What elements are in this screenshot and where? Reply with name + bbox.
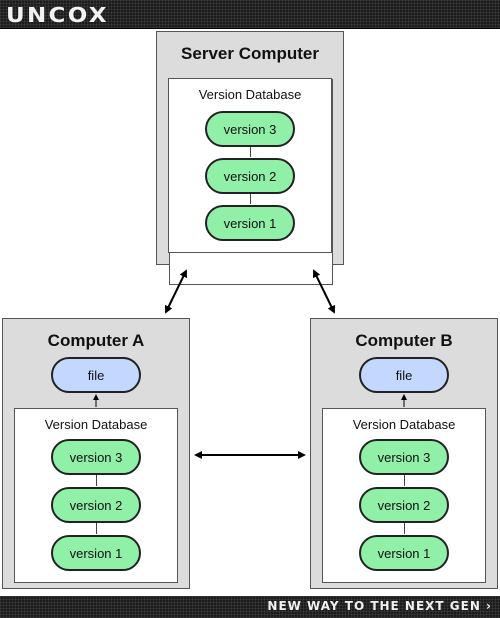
- computer-a-version-3: version 3: [51, 439, 141, 475]
- computer-b-version-3: version 3: [359, 439, 449, 475]
- server-link-2-1: [250, 194, 251, 204]
- computer-a-version-2: version 2: [51, 487, 141, 523]
- brand-logo: UNCOX: [6, 3, 109, 27]
- computer-a-link-2-1: [96, 523, 97, 534]
- computer-b-db-label: Version Database: [352, 417, 456, 432]
- server-db-label: Version Database: [198, 87, 302, 102]
- computer-b-link-3-2: [404, 475, 405, 486]
- computer-a-db-label: Version Database: [44, 417, 148, 432]
- computer-a-link-3-2: [96, 475, 97, 486]
- computer-b-title: Computer B: [355, 331, 453, 350]
- server-version-2: version 2: [205, 158, 295, 194]
- bottom-banner: NEW WAY TO THE NEXT GEN ›: [0, 596, 500, 618]
- computer-b-file: file: [359, 357, 449, 393]
- arrow-server-to-computer-b: [313, 269, 335, 314]
- top-banner: UNCOX: [0, 0, 500, 29]
- arrow-server-to-computer-a: [165, 269, 187, 314]
- server-computer-title: Server Computer: [181, 44, 319, 63]
- computer-a-file: file: [51, 357, 141, 393]
- computer-a-version-1: version 1: [51, 535, 141, 571]
- tagline-link[interactable]: NEW WAY TO THE NEXT GEN ›: [267, 599, 492, 613]
- computer-b-version-2: version 2: [359, 487, 449, 523]
- computer-b-link-2-1: [404, 523, 405, 534]
- computer-a-title: Computer A: [47, 331, 145, 350]
- server-version-1: version 1: [205, 205, 295, 241]
- computer-b-version-1: version 1: [359, 535, 449, 571]
- server-version-3: version 3: [205, 111, 295, 147]
- server-link-3-2: [250, 147, 251, 157]
